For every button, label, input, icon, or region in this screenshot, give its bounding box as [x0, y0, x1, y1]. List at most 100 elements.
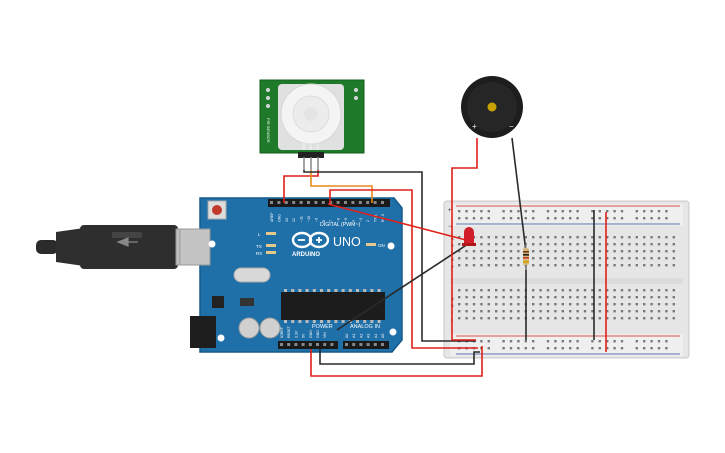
pin-label: ~3	[359, 218, 363, 222]
wire-buzzer-minus[interactable]	[511, 137, 527, 253]
chip-leg	[363, 320, 367, 323]
header-pin[interactable]	[381, 343, 384, 346]
header-pin[interactable]	[373, 201, 377, 204]
wire-power-5v[interactable]	[329, 189, 478, 349]
terminal-hole	[628, 289, 631, 292]
pin-label: 12	[292, 218, 296, 222]
header-pin[interactable]	[314, 201, 318, 204]
header-pin[interactable]	[358, 201, 362, 204]
rail-hole	[554, 340, 557, 343]
rail-hole	[465, 217, 468, 220]
header-pin[interactable]	[366, 201, 370, 204]
terminal-hole	[628, 296, 631, 299]
terminal-hole	[546, 303, 550, 306]
header-pin[interactable]	[344, 201, 347, 204]
terminal-hole	[643, 289, 646, 292]
header-pin[interactable]	[308, 343, 312, 346]
dc-barrel-jack	[190, 316, 216, 348]
header-pin[interactable]	[330, 343, 334, 346]
reset-button[interactable]	[212, 205, 222, 215]
center-channel	[450, 278, 683, 284]
mount-hole-4	[389, 328, 397, 336]
header-pin[interactable]	[359, 343, 363, 346]
terminal-hole	[458, 264, 461, 267]
header-pin[interactable]	[323, 343, 327, 346]
terminal-hole	[517, 236, 520, 239]
header-pin[interactable]	[299, 201, 303, 204]
terminal-hole	[628, 257, 631, 260]
terminal-hole	[643, 236, 646, 239]
piezo-buzzer[interactable]: + −	[461, 76, 523, 138]
header-pin[interactable]	[287, 343, 291, 346]
wire-pir-vcc[interactable]	[283, 170, 319, 203]
header-pin[interactable]	[294, 343, 298, 346]
red-led[interactable]	[462, 227, 476, 246]
capacitor-1	[238, 317, 260, 339]
rail-hole	[561, 340, 564, 343]
terminal-hole	[502, 257, 505, 260]
rail-hole	[554, 347, 557, 350]
terminal-hole	[657, 243, 661, 246]
wire-bottom-5v[interactable]	[310, 346, 483, 377]
header-pin[interactable]	[307, 201, 310, 204]
rail-hole	[487, 210, 490, 213]
wire-pir-out[interactable]	[310, 170, 373, 203]
terminal-hole	[591, 236, 594, 239]
wire-pir-gnd[interactable]	[303, 170, 476, 342]
header-pin[interactable]	[366, 343, 370, 346]
terminal-hole	[487, 264, 490, 267]
header-pin[interactable]	[351, 201, 355, 204]
terminal-hole	[613, 303, 616, 306]
terminal-hole	[546, 289, 550, 292]
digital-header[interactable]	[268, 199, 390, 207]
header-pin[interactable]	[316, 343, 319, 346]
header-pin[interactable]	[301, 343, 305, 346]
terminal-hole	[502, 310, 505, 313]
header-pin[interactable]	[284, 201, 288, 204]
terminal-hole	[598, 257, 601, 260]
wire-gnd-diagonal[interactable]	[336, 243, 469, 331]
wire-led-signal[interactable]	[327, 203, 467, 241]
rail-hole	[576, 340, 579, 343]
terminal-hole	[598, 303, 601, 306]
rail-hole	[598, 217, 601, 220]
header-pin[interactable]	[270, 201, 273, 204]
terminal-hole	[672, 317, 675, 320]
power-header[interactable]	[278, 341, 338, 349]
terminal-hole	[665, 236, 668, 239]
analog-header[interactable]	[343, 341, 389, 349]
wire-buzzer-plus[interactable]	[451, 138, 478, 341]
pir-pin-label: OUT	[309, 143, 313, 150]
pir-dome-center	[304, 107, 318, 121]
terminal-hole	[620, 296, 624, 299]
led-l	[266, 232, 276, 235]
terminal-hole	[502, 289, 505, 292]
header-pin[interactable]	[373, 343, 377, 346]
terminal-hole	[628, 236, 631, 239]
header-pin[interactable]	[292, 201, 296, 204]
header-pin[interactable]	[336, 201, 340, 204]
usb-b-port	[179, 228, 211, 266]
header-pin[interactable]	[345, 343, 348, 346]
header-pin[interactable]	[280, 343, 283, 346]
header-pin[interactable]	[352, 343, 356, 346]
terminal-hole	[465, 264, 468, 267]
terminal-hole	[576, 296, 579, 299]
chip-leg	[348, 289, 352, 292]
pin-label: A4	[374, 334, 378, 338]
terminal-hole	[613, 289, 616, 292]
chip-leg	[305, 320, 309, 323]
header-pin[interactable]	[381, 201, 384, 204]
terminal-hole	[495, 243, 498, 246]
terminal-hole	[606, 236, 609, 239]
header-pin[interactable]	[321, 201, 325, 204]
terminal-hole	[591, 303, 594, 306]
pin-label: VIN	[323, 332, 327, 338]
resistor[interactable]	[523, 244, 529, 270]
wire-bottom-gnd[interactable]	[319, 349, 480, 365]
header-pin[interactable]	[277, 201, 281, 204]
terminal-hole	[554, 303, 557, 306]
